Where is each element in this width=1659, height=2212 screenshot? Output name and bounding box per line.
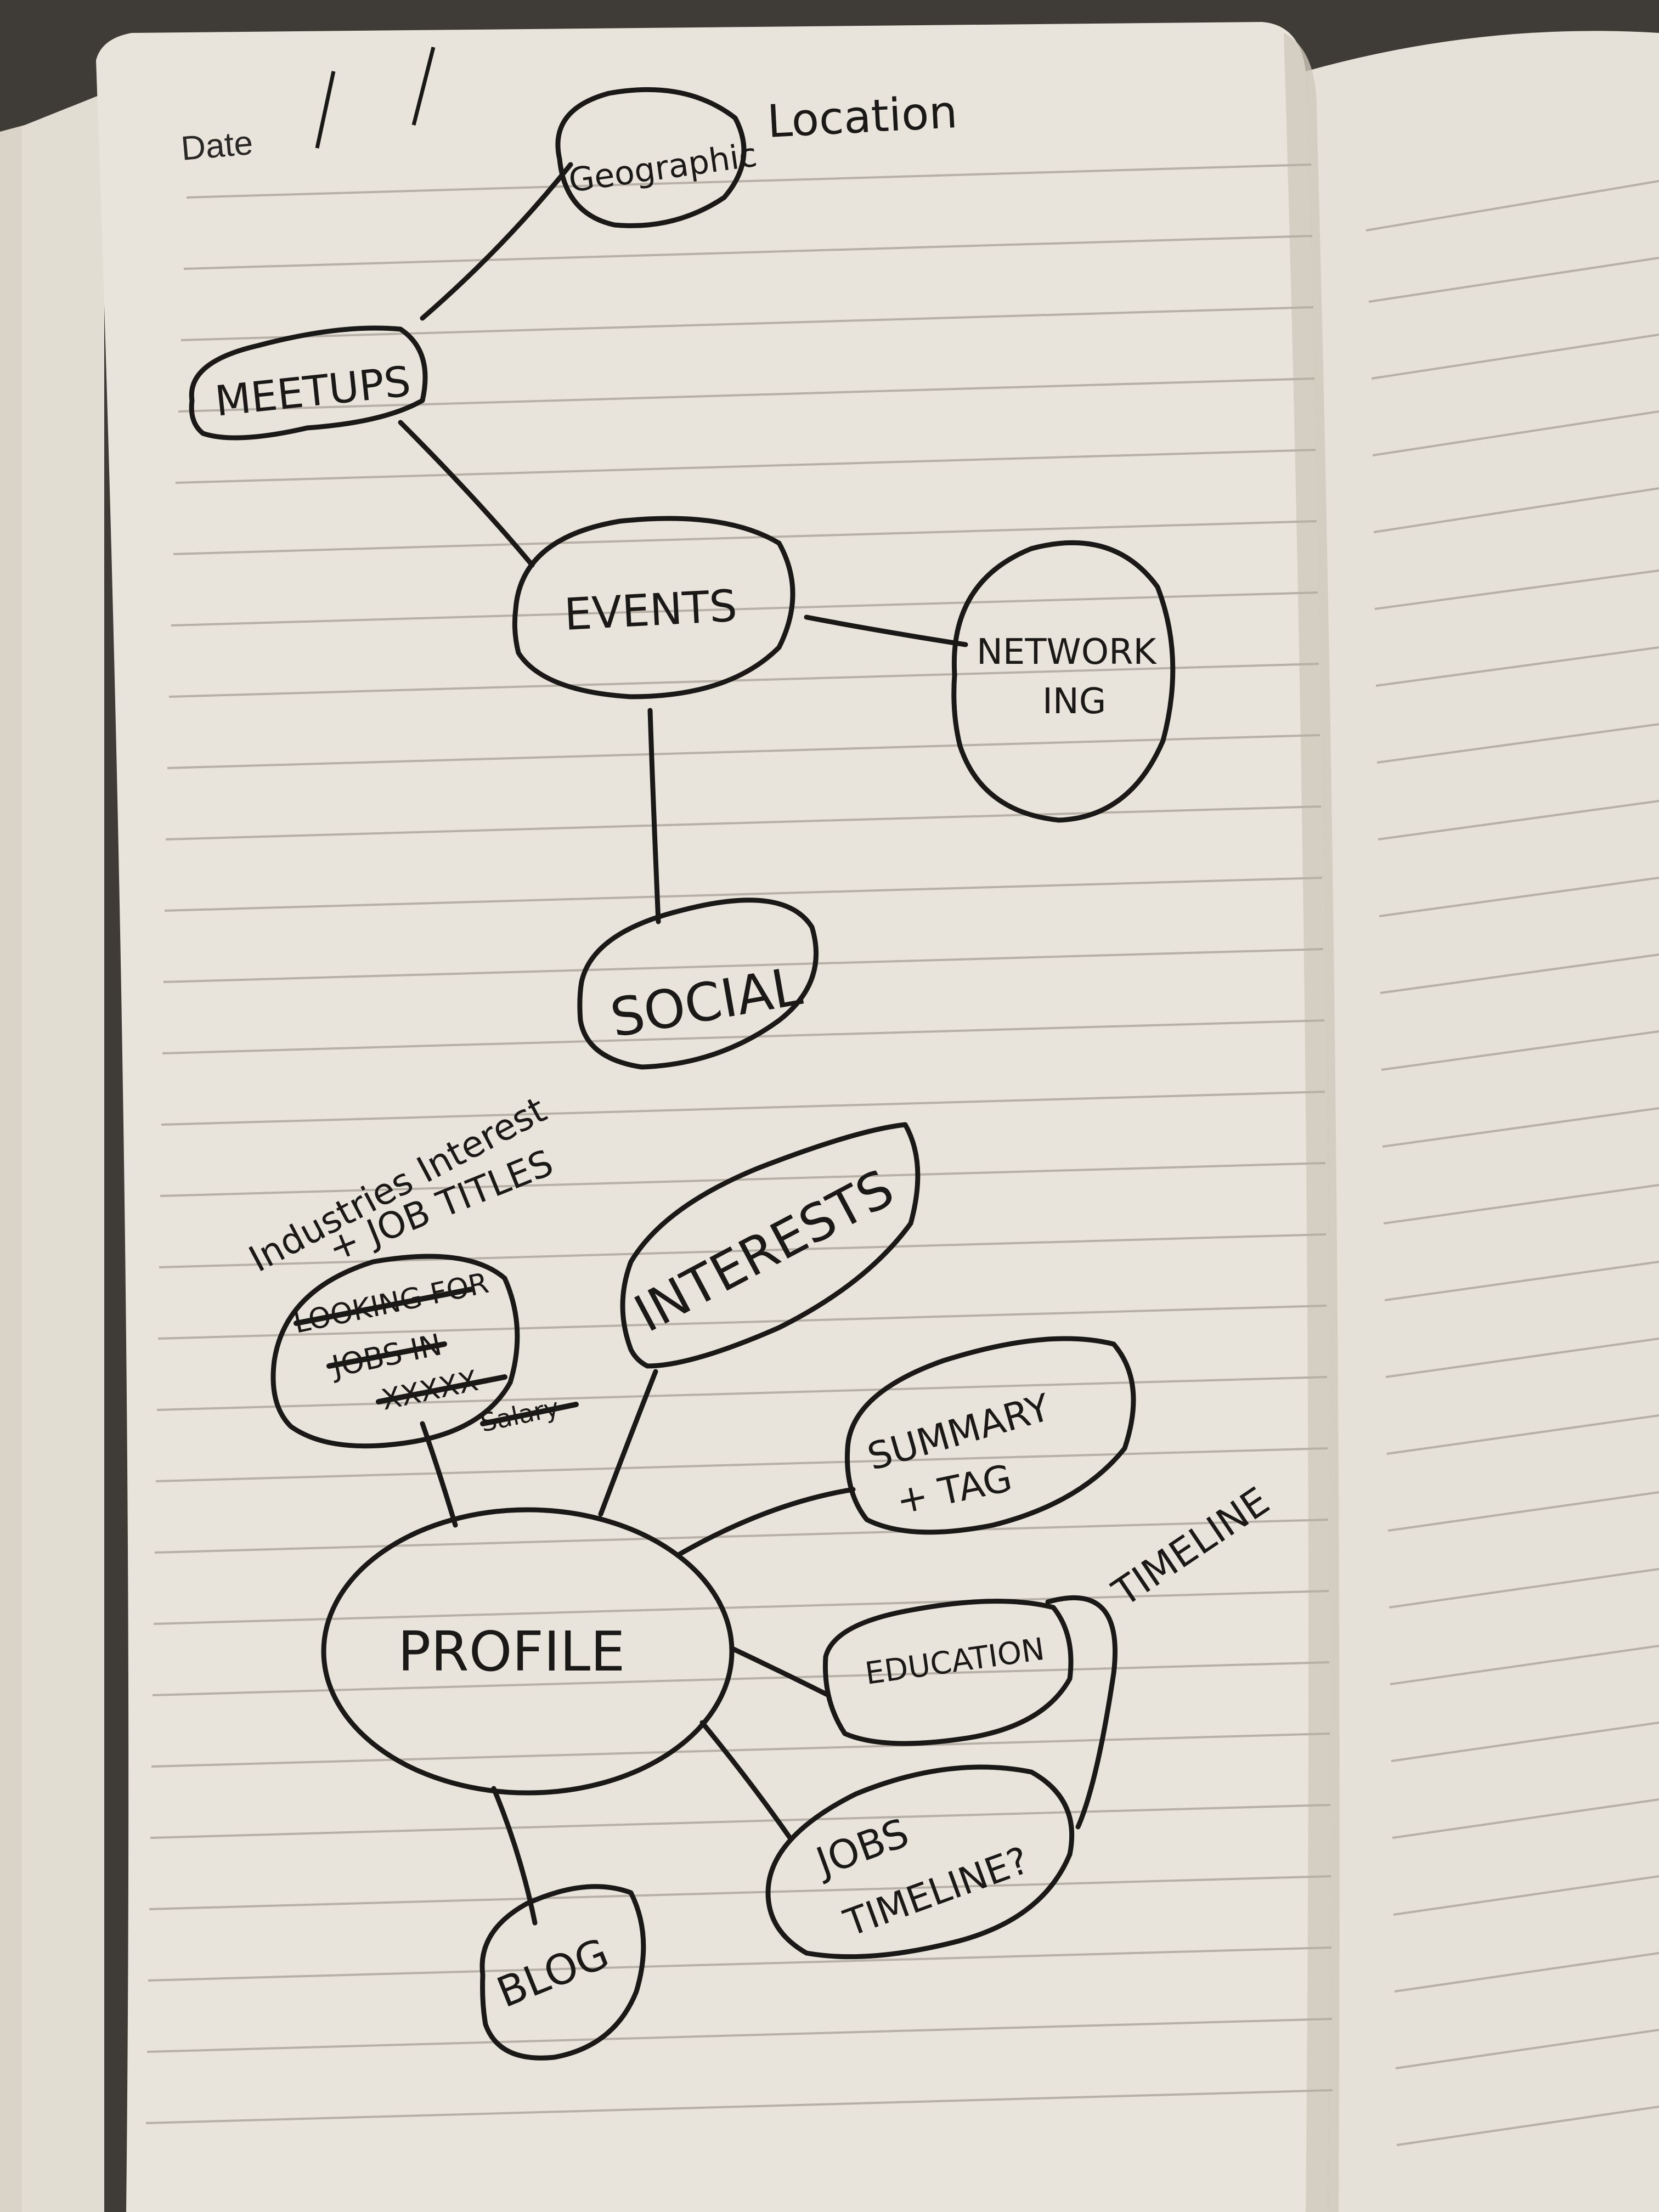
profile-label: PROFILE — [398, 1620, 625, 1684]
node-networking: NETWORK ING — [951, 540, 1176, 823]
right-page-lines — [1365, 180, 1659, 2146]
node-profile: PROFILE — [321, 1507, 735, 1796]
connectors — [398, 162, 1118, 1926]
spine-shadow — [1284, 33, 1340, 2212]
date-slashes — [315, 47, 436, 149]
node-events: EVENTS — [512, 516, 795, 699]
ruled-lines — [145, 163, 1333, 2124]
events-label: EVENTS — [563, 580, 738, 640]
main-page — [96, 22, 1330, 2212]
strikethrough-marks — [294, 1286, 579, 1426]
networking-label-1: NETWORK — [977, 632, 1158, 673]
left-page-shadow — [22, 93, 104, 2212]
right-page — [1306, 31, 1659, 2212]
date-label: Date — [179, 124, 254, 168]
location-label: Location — [766, 86, 958, 148]
networking-label-2: ING — [1042, 681, 1106, 722]
